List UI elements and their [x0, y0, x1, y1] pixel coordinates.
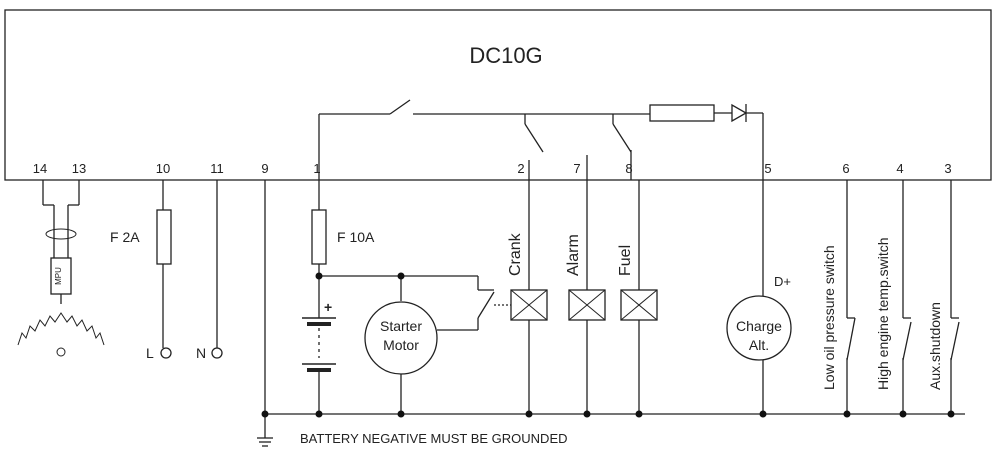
starter-motor-line2: Motor [383, 337, 419, 353]
terminal-9-wire [257, 180, 273, 447]
starter-motor: Starter Motor [319, 275, 495, 414]
terminal-5: 5 [764, 161, 771, 176]
terminal-10: 10 [156, 161, 170, 176]
switch-low-oil: Low oil pressure switch [821, 180, 856, 414]
mpu-sensor: MPU [17, 180, 105, 357]
controller-title: DC10G [469, 43, 542, 68]
fuse-f2a: F 2A L [110, 180, 172, 361]
terminal-9: 9 [261, 161, 268, 176]
fuse-f10a: F 10A [311, 180, 375, 318]
terminal-4: 4 [896, 161, 903, 176]
starter-relay-contact [477, 291, 495, 319]
charge-alt-line1: Charge [736, 318, 782, 334]
battery-plus: + [324, 299, 332, 315]
switch-high-temp: High engine temp.switch [875, 180, 912, 414]
mains-n-label: N [196, 345, 206, 361]
charge-alt-line2: Alt. [749, 337, 769, 353]
relay-crank: Crank [494, 180, 548, 414]
charge-alt-terminal: D+ [774, 274, 791, 289]
fuse-f2a-label: F 2A [110, 229, 140, 245]
charge-alternator: Charge Alt. D+ [726, 180, 792, 414]
switch-high-temp-label: High engine temp.switch [875, 237, 891, 390]
relay-alarm: Alarm [565, 180, 606, 414]
terminal-3: 3 [944, 161, 951, 176]
terminal-13: 13 [72, 161, 86, 176]
switch-low-oil-label: Low oil pressure switch [821, 245, 837, 390]
terminal-6: 6 [842, 161, 849, 176]
internal-switch [389, 99, 411, 115]
starter-motor-line1: Starter [380, 318, 422, 334]
junction-nodes [261, 272, 955, 418]
relay-fuel: Fuel [617, 180, 658, 414]
terminal-8: 8 [625, 161, 632, 176]
diode-icon [731, 103, 748, 123]
mpu-label: MPU [54, 267, 63, 285]
terminal-14: 14 [33, 161, 47, 176]
controller-box [4, 9, 992, 181]
battery: + [302, 299, 336, 414]
terminal-2: 2 [517, 161, 524, 176]
terminal-11: 11 [210, 161, 224, 176]
relay-alarm-label: Alarm [565, 234, 582, 276]
terminal-labels: 14 13 10 11 9 1 2 7 8 5 6 4 3 [33, 161, 952, 176]
switch-aux-shutdown: Aux.shutdown [927, 180, 960, 414]
internal-circuit [318, 99, 764, 180]
relay-fuel-label: Fuel [617, 245, 634, 276]
flywheel-teeth [17, 312, 105, 346]
fuse-f10a-label: F 10A [337, 229, 375, 245]
relay-crank-label: Crank [507, 232, 524, 276]
mains-l-label: L [146, 345, 154, 361]
terminal-7: 7 [573, 161, 580, 176]
mains-neutral: N [196, 180, 223, 361]
ground-note: BATTERY NEGATIVE MUST BE GROUNDED [300, 431, 568, 446]
terminal-1: 1 [313, 161, 320, 176]
switch-aux-label: Aux.shutdown [927, 302, 943, 390]
